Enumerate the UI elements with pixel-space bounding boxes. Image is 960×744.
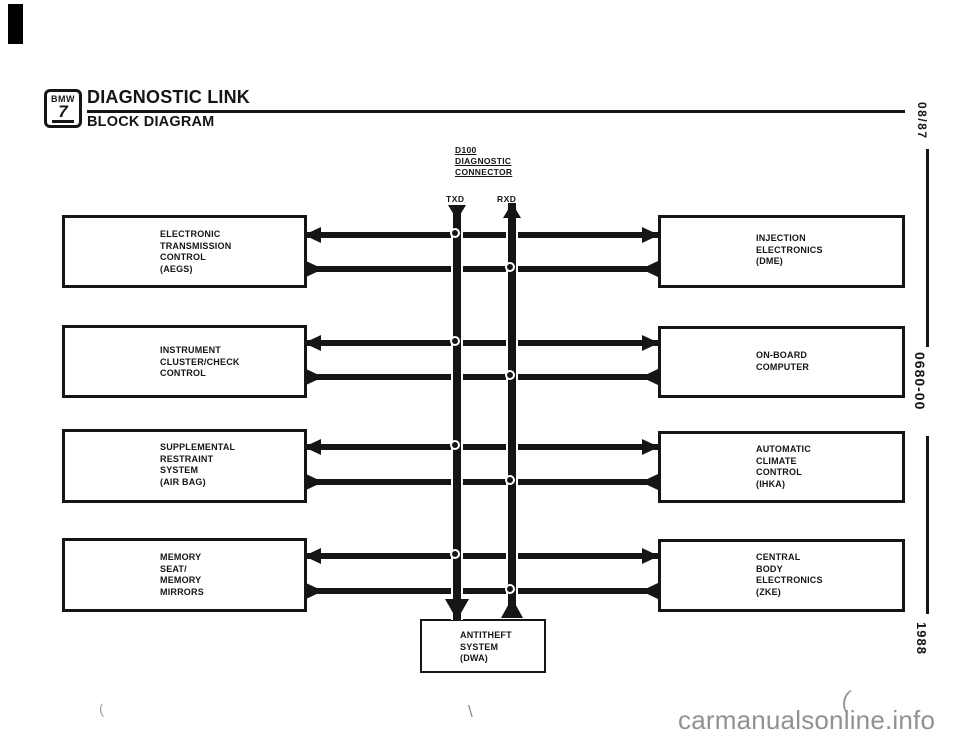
module-label-line: ELECTRONICS [756,575,823,585]
module-label-line: SEAT/ [160,563,187,574]
row3-rxd-junction-dot [505,475,515,485]
connector-label-line: DIAGNOSTIC [455,156,512,166]
row2-rxd-junction-dot [505,370,515,380]
scan-stray-mark: ( [98,700,105,718]
module-label-line: (DME) [756,256,783,266]
row2-txd-junction-dot [450,336,460,346]
row4-arrow-into-right-box [642,548,659,564]
row1-rxd-branch-line [306,266,658,272]
row1-arrow-into-right-box [642,227,659,243]
page-title: DIAGNOSTIC LINK [87,87,250,107]
module-box-instrument-cluster-check-control: INSTRUMENT CLUSTER/CHECK CONTROL [62,325,307,398]
row2-arrow-from-left-box [306,369,323,385]
module-box-on-board-computer: ON-BOARD COMPUTER [658,326,905,398]
module-label-line: ELECTRONIC [160,229,221,239]
module-label-line: CONTROL [756,467,802,477]
rxd-top-arrow-up-icon [503,203,521,218]
row2-arrow-into-right-box [642,335,659,351]
rxd-bottom-arrow-up-icon [501,598,523,618]
row1-txd-junction-dot [450,228,460,238]
connector-id: D100 [455,145,477,155]
module-label-line: (AEGS) [160,263,193,274]
txd-bus-line [453,205,461,620]
row3-arrow-into-right-box [642,439,659,455]
module-label-line: ON-BOARD [756,350,808,360]
document-code: 0680-00 [912,352,928,411]
module-label-line: SYSTEM [160,465,199,475]
module-label-line: (AIR BAG) [160,476,206,487]
module-box-antitheft-system: ANTITHEFT SYSTEM (DWA) [420,619,546,673]
row4-rxd-junction-dot [505,584,515,594]
module-label-line: INSTRUMENT [160,345,221,355]
row4-rxd-branch-line [306,588,658,594]
module-label-line: MIRRORS [160,586,204,597]
bmw-logo-text: BMW [51,94,75,104]
txd-bus-label: TXD [446,194,465,204]
module-label-line: MEMORY [160,552,202,562]
watermark-text: carmanualsonline.info [678,705,936,735]
module-label-line: CLUSTER/CHECK [160,356,240,367]
row1-arrow-from-left-box [306,261,323,277]
rxd-bus-line [508,203,516,612]
row1-arrow-from-right-box [641,261,658,277]
module-label-line: BODY [756,563,783,574]
row3-txd-branch-line [306,444,658,450]
module-box-central-body-electronics: CENTRAL BODY ELECTRONICS (ZKE) [658,539,905,612]
page-subtitle: BLOCK DIAGRAM [87,114,215,130]
row4-arrow-into-left-box [304,548,321,564]
row2-rxd-branch-line [306,374,658,380]
module-label-line: CENTRAL [756,552,801,562]
txd-top-arrow-down-icon [448,205,466,220]
module-label-line: AUTOMATIC [756,444,811,454]
scan-corner-mark [8,4,23,44]
txd-bottom-arrow-down-icon [445,599,469,620]
margin-divider-line [926,149,929,347]
module-label-line: (ZKE) [756,586,781,597]
row2-txd-branch-line [306,340,658,346]
connector-label-line: CONNECTOR [455,167,513,177]
module-label-line: CONTROL [160,252,206,262]
row3-txd-junction-dot [450,440,460,450]
row3-arrow-from-right-box [641,474,658,490]
module-box-electronic-transmission-control: ELECTRONIC TRANSMISSION CONTROL (AEGS) [62,215,307,288]
row2-arrow-into-left-box [304,335,321,351]
row4-txd-junction-dot [450,549,460,559]
row1-arrow-into-left-box [304,227,321,243]
row4-arrow-from-right-box [641,583,658,599]
scan-stray-mark: \ [468,702,473,721]
row4-txd-branch-line [306,553,658,559]
module-label-line: ANTITHEFT [460,630,512,640]
module-label-line: TRANSMISSION [160,240,232,251]
row1-txd-branch-line [306,232,658,238]
module-box-memory-seat-memory-mirrors: MEMORY SEAT/ MEMORY MIRRORS [62,538,307,612]
series-7-numeral: 7 [52,103,74,123]
module-label-line: COMPUTER [756,361,810,372]
module-label-line: (DWA) [460,653,488,663]
bmw-7-series-badge: BMW 7 [44,89,82,128]
module-label-line: CLIMATE [756,455,797,466]
title-underline-rule [87,110,905,113]
rxd-bus-label: RXD [497,194,517,204]
row3-rxd-branch-line [306,479,658,485]
module-box-injection-electronics: INJECTION ELECTRONICS (DME) [658,215,905,288]
module-label-line: SYSTEM [460,641,499,652]
module-label-line: (IHKA) [756,478,786,489]
row1-rxd-junction-dot [505,262,515,272]
module-label-line: CONTROL [160,368,206,378]
diagnostic-connector-label: D100 DIAGNOSTIC CONNECTOR [455,145,512,178]
row4-arrow-from-left-box [306,583,323,599]
row3-arrow-from-left-box [306,474,323,490]
module-box-automatic-climate-control: AUTOMATIC CLIMATE CONTROL (IHKA) [658,431,905,503]
model-year: 1988 [914,622,929,655]
margin-divider-line [926,436,929,614]
module-label-line: INJECTION [756,233,806,243]
row3-arrow-into-left-box [304,439,321,455]
module-label-line: RESTRAINT [160,453,214,464]
revision-date: 08/87 [915,102,929,140]
module-box-supplemental-restraint-system: SUPPLEMENTAL RESTRAINT SYSTEM (AIR BAG) [62,429,307,503]
module-label-line: SUPPLEMENTAL [160,442,236,452]
module-label-line: ELECTRONICS [756,244,823,255]
module-label-line: MEMORY [160,575,202,585]
row2-arrow-from-right-box [641,369,658,385]
